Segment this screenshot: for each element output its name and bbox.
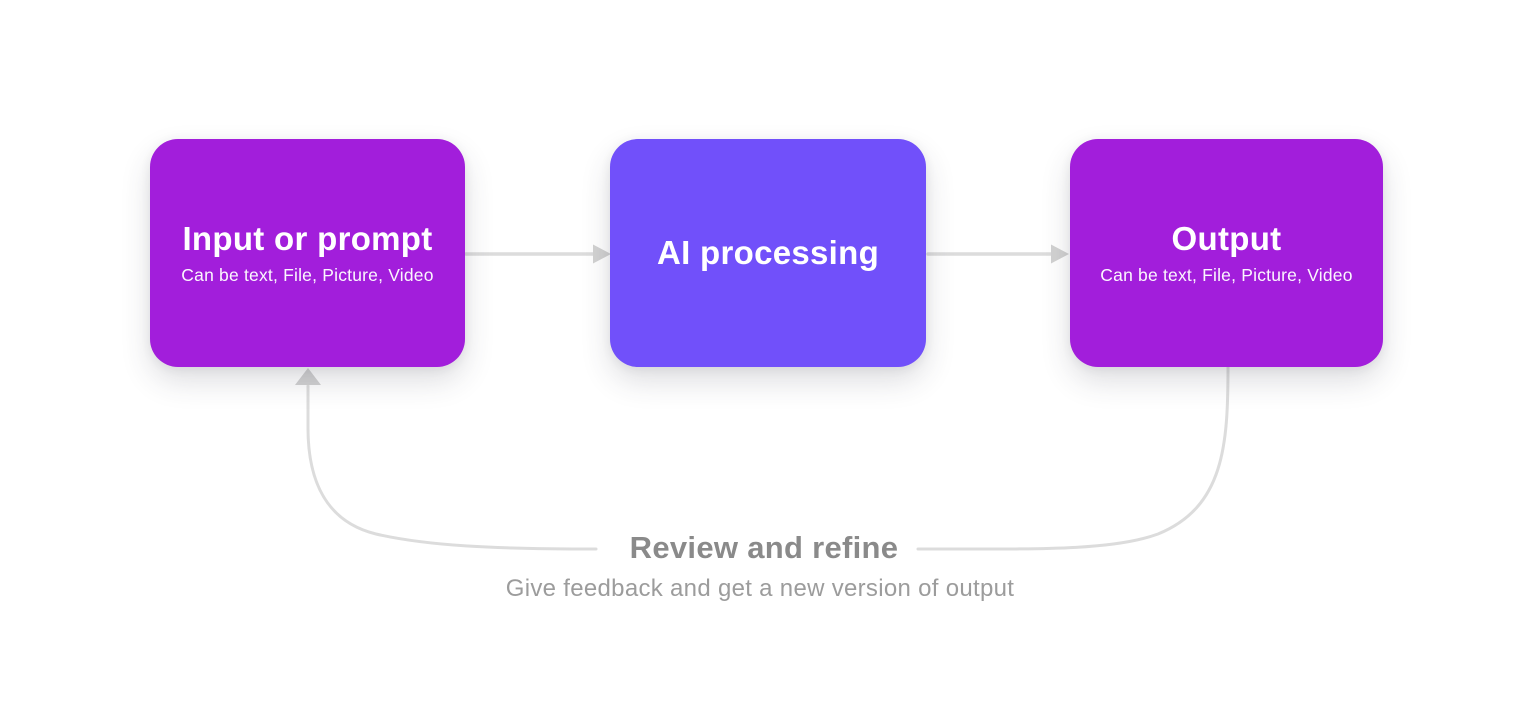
- feedback-path-right: [916, 365, 1230, 551]
- node-processing-title: AI processing: [656, 234, 880, 272]
- node-output-title: Output: [1171, 220, 1282, 258]
- feedback-label: Review and refine: [629, 530, 899, 565]
- node-input-title: Input or prompt: [182, 220, 433, 258]
- arrow-input-to-processing-head-icon: [593, 244, 611, 264]
- node-output: Output Can be text, File, Picture, Video: [1070, 139, 1383, 367]
- feedback-path-left: [306, 384, 598, 551]
- node-output-subtitle: Can be text, File, Picture, Video: [1100, 264, 1353, 285]
- arrow-processing-to-output-head-icon: [1051, 244, 1069, 264]
- feedback-arrow-up-head-icon: [295, 368, 321, 385]
- node-input-or-prompt: Input or prompt Can be text, File, Pictu…: [150, 139, 465, 367]
- feedback-sublabel: Give feedback and get a new version of o…: [505, 575, 1015, 602]
- node-input-subtitle: Can be text, File, Picture, Video: [181, 264, 434, 285]
- node-ai-processing: AI processing: [610, 139, 926, 367]
